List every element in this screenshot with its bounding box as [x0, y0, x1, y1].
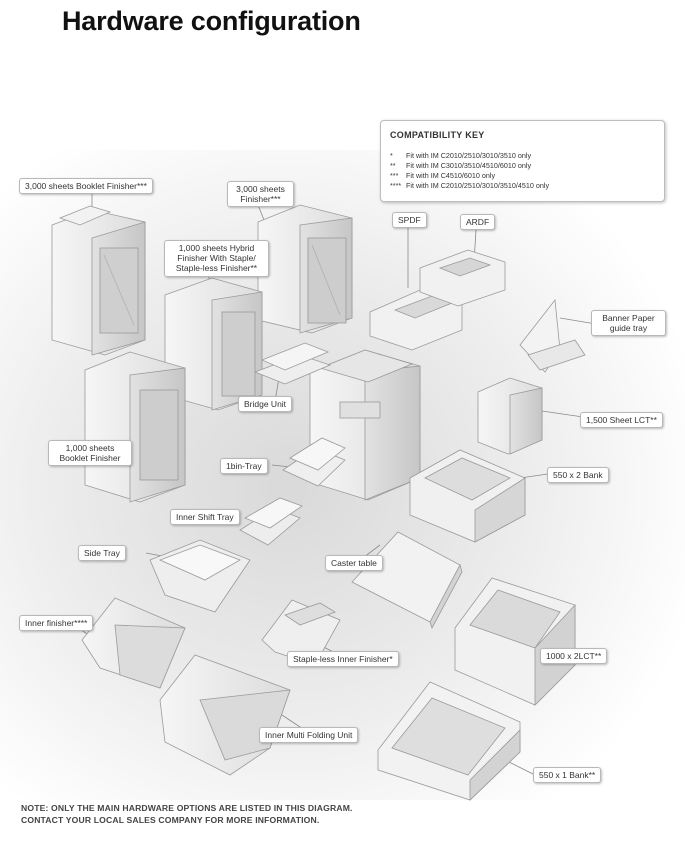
label-bank-550x1: 550 x 1 Bank**	[533, 767, 602, 784]
compat-text: Fit with IM C2010/2510/3010/3510/4510 on…	[406, 181, 550, 190]
hybrid-finisher-illustration	[164, 277, 263, 411]
staple-less-inner-finisher-illustration	[261, 599, 341, 666]
label-hybrid-finisher: 1,000 sheets Hybrid Finisher With Staple…	[164, 240, 269, 277]
lct-1000x2-illustration	[454, 577, 576, 706]
bridge-unit-illustration	[253, 342, 332, 385]
compat-mark: ****	[390, 181, 402, 190]
label-line: Staple-less Finisher**	[175, 263, 258, 274]
compat-row-4: **** Fit with IM C2010/2510/3010/3510/451…	[390, 181, 549, 190]
label-line: 1,000 sheets	[65, 443, 115, 453]
label-bank-550x2: 550 x 2 Bank	[547, 467, 609, 484]
inner-finisher-illustration	[81, 597, 186, 689]
lct-1500-illustration	[477, 377, 543, 455]
compat-row-2: ** Fit with IM C3010/3510/4510/6010 only	[390, 161, 531, 170]
footer-line-2: CONTACT YOUR LOCAL SALES COMPANY FOR MOR…	[21, 814, 320, 825]
label-side-tray: Side Tray	[78, 545, 126, 562]
label-line: Booklet Finisher	[59, 453, 121, 464]
label-bridge-unit: Bridge Unit	[238, 396, 293, 413]
label-staple-less-inner-finisher: Staple-less Inner Finisher*	[287, 651, 399, 668]
compat-row-3: *** Fit with IM C4510/6010 only	[390, 171, 495, 180]
booklet-finisher-1000-illustration	[84, 351, 186, 503]
label-inner-finisher: Inner finisher****	[19, 615, 94, 632]
compat-row-1: * Fit with IM C2010/2510/3010/3510 only	[390, 151, 531, 160]
label-ardf: ARDF	[460, 214, 496, 231]
label-line: Finisher With Staple/	[177, 253, 256, 264]
label-lct-1500: 1,500 Sheet LCT**	[580, 412, 663, 429]
ardf-illustration	[419, 249, 506, 307]
banner-paper-guide-illustration	[519, 298, 586, 373]
label-finisher-3000: 3,000 sheets Finisher***	[227, 181, 294, 208]
compat-text: Fit with IM C4510/6010 only	[406, 171, 496, 180]
label-1bin-tray: 1bin-Tray	[220, 458, 268, 475]
one-bin-tray-illustration	[282, 437, 346, 487]
label-spdf: SPDF	[392, 212, 427, 229]
spdf-illustration	[369, 289, 463, 351]
label-banner-paper-guide: Banner Paper guide tray	[591, 310, 666, 337]
footer-line-1: NOTE: ONLY THE MAIN HARDWARE OPTIONS ARE…	[21, 803, 353, 813]
booklet-finisher-3000-illustration	[51, 205, 146, 356]
page-title: Hardware configuration	[62, 6, 361, 36]
finisher-3000-illustration	[257, 204, 353, 334]
compatibility-key-title: COMPATIBILITY KEY	[390, 130, 485, 140]
footer-note: NOTE: ONLY THE MAIN HARDWARE OPTIONS ARE…	[21, 803, 353, 826]
label-line: Banner Paper	[602, 313, 655, 323]
label-line: guide tray	[609, 323, 648, 334]
label-caster-table: Caster table	[325, 555, 383, 572]
compat-mark: *	[390, 151, 393, 160]
label-booklet-finisher-3000: 3,000 sheets Booklet Finisher***	[19, 178, 153, 195]
compat-mark: **	[390, 161, 396, 170]
compat-mark: ***	[390, 171, 399, 180]
caster-table-illustration	[351, 531, 463, 630]
label-line: Finisher***	[240, 194, 281, 205]
compatibility-key-panel: COMPATIBILITY KEY * Fit with IM C2010/251…	[380, 120, 665, 202]
bank-550x2-illustration	[409, 449, 526, 543]
side-tray-illustration	[149, 539, 251, 613]
label-lct-1000x2: 1000 x 2LCT**	[540, 648, 608, 665]
label-line: 1,000 sheets Hybrid	[178, 243, 255, 253]
label-inner-shift-tray: Inner Shift Tray	[170, 509, 240, 526]
compat-text: Fit with IM C2010/2510/3010/3510 only	[406, 151, 532, 160]
bank-550x1-illustration	[377, 681, 521, 801]
label-booklet-finisher-1000: 1,000 sheets Booklet Finisher	[48, 440, 132, 467]
inner-shift-tray-illustration	[239, 497, 303, 546]
label-inner-multi-folding-unit: Inner Multi Folding Unit	[259, 727, 359, 744]
label-line: 3,000 sheets	[236, 184, 285, 194]
compat-text: Fit with IM C3010/3510/4510/6010 only	[406, 161, 532, 170]
